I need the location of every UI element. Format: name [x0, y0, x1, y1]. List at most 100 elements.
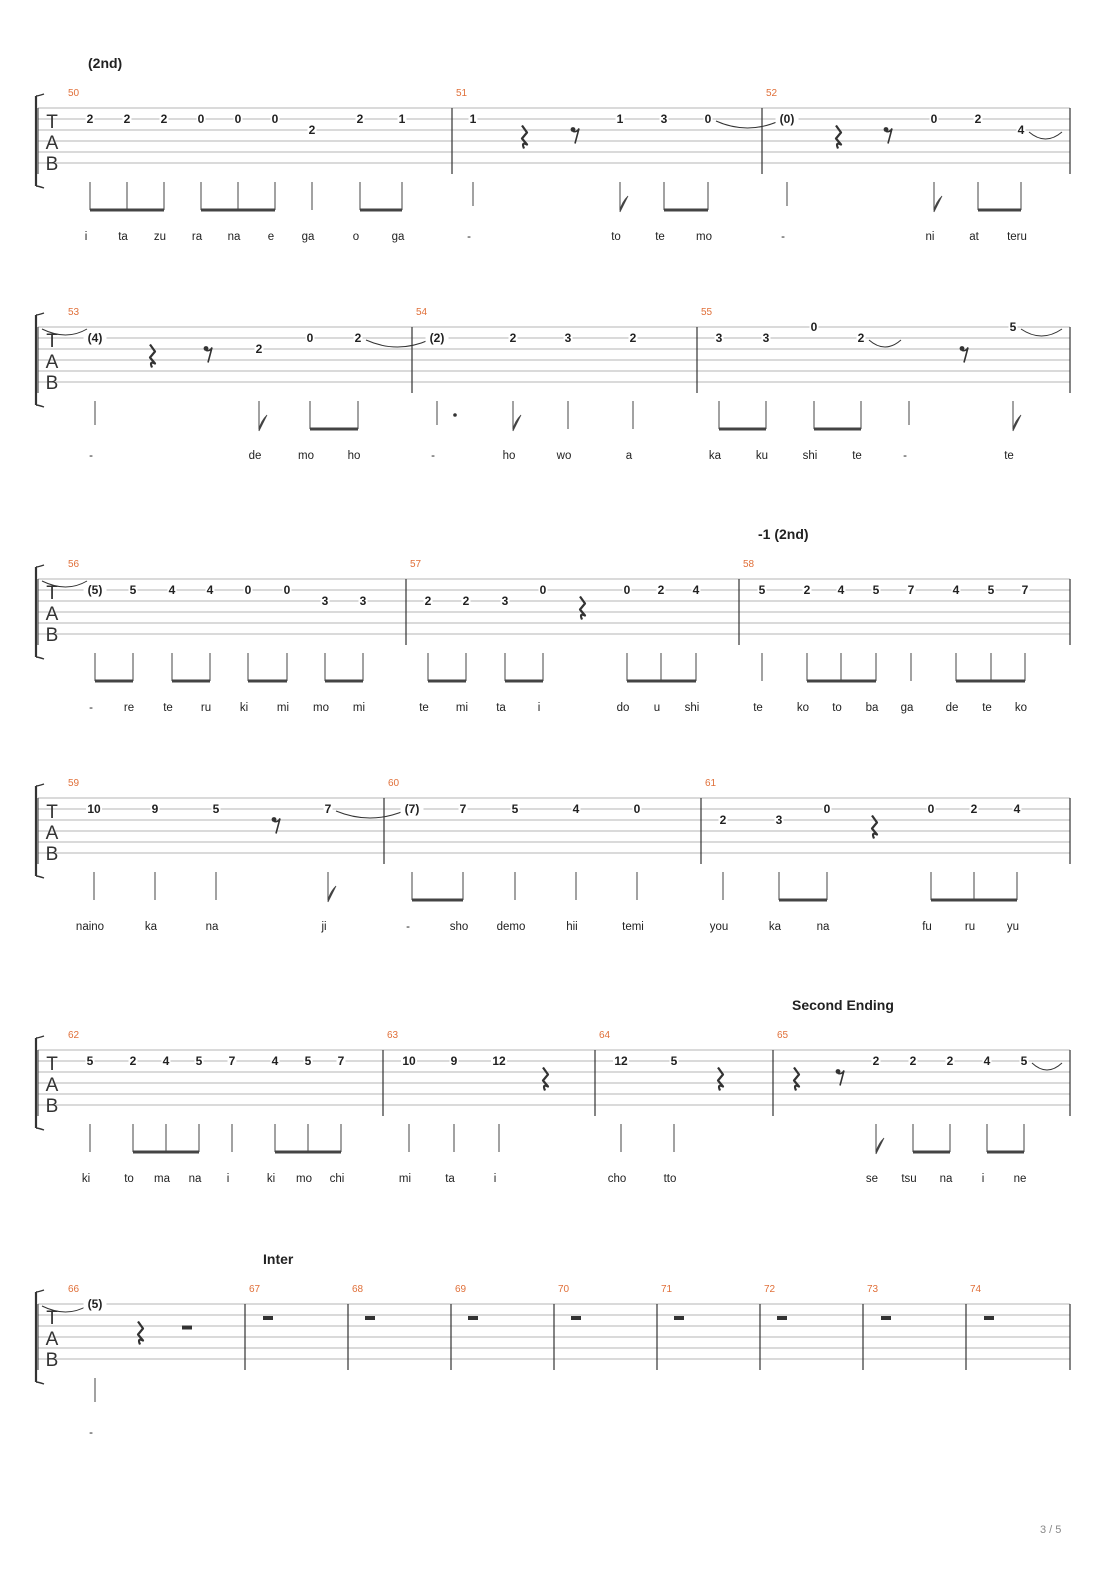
bracket-hook — [35, 783, 45, 787]
tab-note: - — [903, 401, 910, 462]
fret-number: 4 — [169, 583, 176, 597]
tab-note: 2at — [969, 112, 983, 243]
tab-note: 3ka — [769, 813, 784, 933]
rest — [716, 1066, 725, 1091]
tab-note: 4to — [832, 583, 846, 714]
measure-number: 73 — [867, 1284, 879, 1295]
whole-rest — [674, 1316, 684, 1320]
tab-clef-letter: B — [46, 844, 59, 865]
rest — [870, 814, 879, 839]
note-flag — [512, 414, 522, 432]
fret-number: 0 — [245, 583, 252, 597]
fret-backing — [468, 113, 478, 125]
fret-number: 7 — [1022, 583, 1029, 597]
tab-note: 0mo — [696, 112, 780, 243]
lyric-syllable: ru — [201, 702, 211, 714]
tab-note: (4)- — [83, 331, 107, 462]
fret-number: 9 — [152, 802, 159, 816]
whole-rest — [881, 1316, 891, 1320]
fret-number: 2 — [124, 112, 131, 126]
eighth-rest-dot — [203, 346, 209, 351]
lyric-syllable: de — [946, 702, 959, 714]
lyric-syllable: te — [982, 702, 992, 714]
rest — [263, 1316, 273, 1320]
fret-number: 4 — [1018, 123, 1025, 137]
section-label: Inter — [263, 1251, 294, 1267]
lyric-syllable: te — [419, 702, 429, 714]
lyric-syllable: de — [249, 450, 262, 462]
tie-arc — [1028, 131, 1063, 140]
lyric-syllable: to — [124, 1173, 134, 1185]
lyric-syllable: i — [85, 231, 88, 243]
tab-note: 9ka — [145, 802, 160, 933]
fret-backing — [615, 113, 625, 125]
rest — [674, 1316, 684, 1320]
bracket-hook — [35, 1035, 45, 1039]
tab-note: 3ku — [756, 331, 771, 462]
fret-number: 0 — [624, 583, 631, 597]
lyric-syllable: yu — [1007, 921, 1019, 933]
fret-backing — [254, 343, 264, 355]
note-flag — [327, 885, 337, 903]
tab-note: (5)- — [83, 583, 107, 714]
quarter-rest — [716, 1066, 725, 1091]
tab-note: 5ne — [1014, 1054, 1063, 1185]
fret-backing — [323, 803, 333, 815]
fret-backing — [458, 803, 468, 815]
fret-number: 5 — [988, 583, 995, 597]
fret-backing — [510, 803, 520, 815]
fret-backing — [400, 803, 424, 815]
lyric-syllable: - — [467, 231, 471, 243]
fret-backing — [986, 584, 996, 596]
fret-number: 4 — [984, 1054, 991, 1068]
tab-note: 2te — [852, 331, 902, 462]
tie-arc — [1031, 1062, 1063, 1071]
fret-backing — [83, 584, 107, 596]
lyric-syllable: ki — [267, 1173, 275, 1185]
tab-note: 4te — [163, 583, 177, 714]
fret-backing — [205, 584, 215, 596]
fret-backing — [122, 113, 132, 125]
fret-number: 3 — [661, 112, 668, 126]
tab-note: 2te — [419, 594, 433, 714]
bracket-hook — [35, 875, 45, 879]
tab-note: 0na — [817, 802, 832, 933]
measure-number: 68 — [352, 1284, 364, 1295]
lyric-syllable: hii — [566, 921, 578, 933]
tab-note: (5)- — [83, 1297, 107, 1439]
rest — [148, 343, 157, 368]
fret-backing — [353, 332, 363, 344]
lyric-syllable: demo — [497, 921, 526, 933]
tab-note: 0i — [538, 583, 548, 714]
lyric-syllable: ho — [348, 450, 361, 462]
fret-backing — [227, 1055, 237, 1067]
lyric-syllable: ko — [1015, 702, 1027, 714]
note-flag — [258, 414, 268, 432]
lyric-syllable: ki — [240, 702, 248, 714]
tab-note: 4yu — [1007, 802, 1022, 933]
tab-note: 5 te — [982, 583, 996, 714]
fret-number: 2 — [256, 342, 263, 356]
tab-clef-letter: A — [46, 1329, 59, 1350]
whole-rest — [984, 1316, 994, 1320]
lyric-syllable: ta — [445, 1173, 455, 1185]
lyric-syllable: te — [655, 231, 665, 243]
fret-number: 2 — [947, 1054, 954, 1068]
lyric-syllable: i — [538, 702, 541, 714]
tab-clef-letter: A — [46, 604, 59, 625]
measure-number: 63 — [387, 1030, 399, 1041]
lyric-syllable: mi — [353, 702, 365, 714]
lyric-syllable: na — [940, 1173, 953, 1185]
fret-backing — [774, 814, 784, 826]
tab-note: 7ga — [901, 583, 916, 714]
fret-backing — [761, 332, 771, 344]
fret-backing — [929, 113, 939, 125]
fret-number: 5 — [1021, 1054, 1028, 1068]
tab-clef-letter: A — [46, 823, 59, 844]
